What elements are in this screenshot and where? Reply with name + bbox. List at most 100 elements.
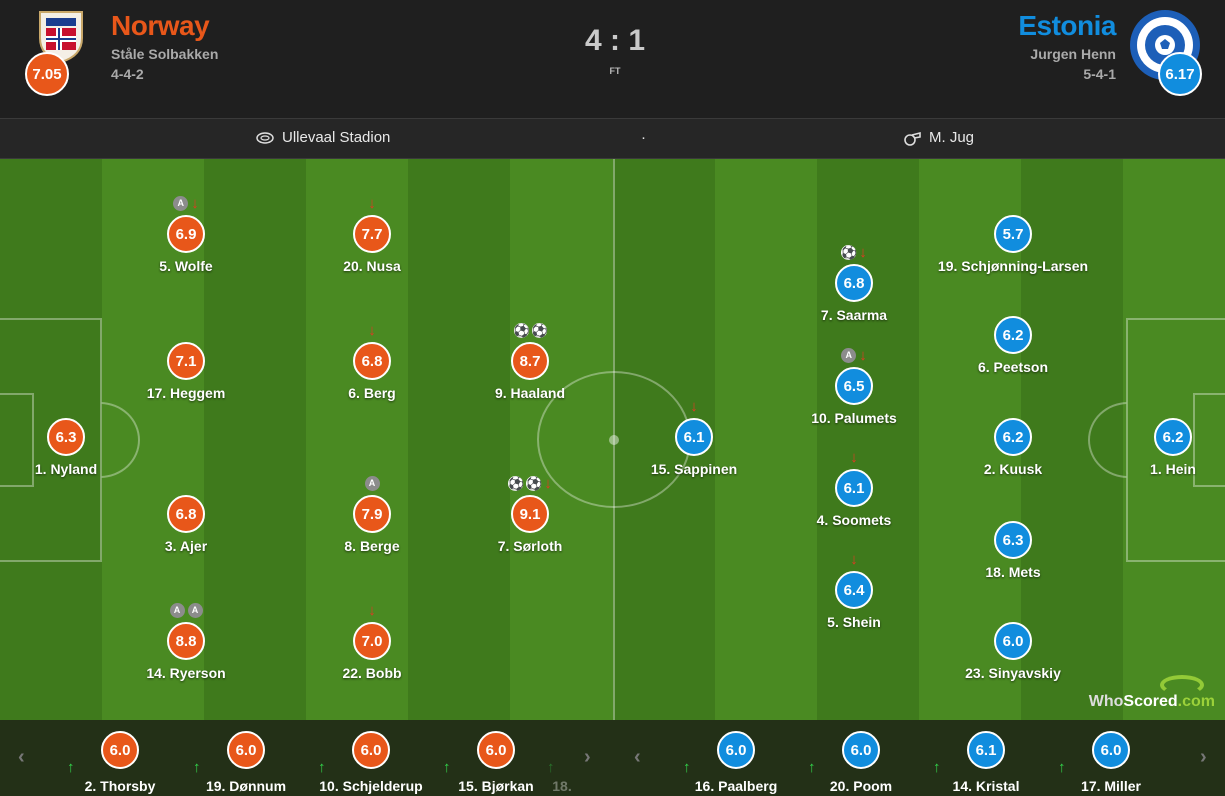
player-rating: 6.9 [167, 215, 205, 253]
home-subs-next-button[interactable]: › [584, 746, 591, 768]
home-player[interactable]: A↓ 6.9 5. Wolfe [106, 195, 266, 285]
substitute-rating: 6.0 [1092, 731, 1130, 769]
away-penalty-box [1126, 318, 1225, 562]
substitute-rating: 6.0 [101, 731, 139, 769]
home-formation: 4-4-2 [111, 66, 144, 82]
assist-icon: A [173, 195, 189, 211]
home-substitute[interactable]: 6.0↑19. Dønnum [181, 720, 311, 796]
player-name: 5. Wolfe [159, 258, 213, 274]
whoscored-mark-icon [1160, 675, 1204, 695]
home-substitute[interactable]: 6.0 ↑ 10. Schjelderup [306, 720, 436, 796]
away-substitute[interactable]: 6.0↑17. Miller [1046, 720, 1176, 796]
match-status: FT [609, 66, 621, 76]
away-substitute[interactable]: 6.0↑16. Paalberg [671, 720, 801, 796]
away-subs-next-button[interactable]: › [1200, 746, 1207, 768]
substitute-rating: 6.0 [717, 731, 755, 769]
subbed-off-arrow-icon: ↓ [191, 194, 199, 212]
player-event-icons: ↓ [292, 322, 452, 338]
substitute-name: 10. Schjelderup [319, 778, 423, 794]
away-player[interactable]: A↓ 6.5 10. Palumets [774, 347, 934, 437]
away-formation: 5-4-1 [1083, 66, 1116, 82]
subbed-on-arrow-icon: ↑ [67, 759, 75, 776]
assist-icon: A [169, 602, 185, 618]
substitute-rating: 6.0 [842, 731, 880, 769]
home-substitute[interactable]: 6.0↑15. Bjørkan [431, 720, 561, 796]
goal-ball-icon: ⚽ [526, 475, 543, 491]
away-player[interactable]: 6.3 18. Mets [933, 501, 1093, 591]
home-subs-prev-button[interactable]: ‹ [18, 746, 25, 768]
player-name: 1. Hein [1150, 461, 1196, 477]
subbed-on-arrow-icon: ↑ [1058, 759, 1066, 776]
player-event-icons: A↓ [774, 347, 934, 363]
player-rating: 6.0 [994, 622, 1032, 660]
player-event-icons: ↓ [292, 602, 452, 618]
player-name: 3. Ajer [164, 538, 208, 554]
subbed-on-arrow-icon: ↑ [683, 759, 691, 776]
home-substitute[interactable]: 6.0 ↑ 2. Thorsby [55, 720, 185, 796]
away-player[interactable]: 6.2 1. Hein [1093, 398, 1225, 488]
subbed-on-arrow-icon: ↑ [933, 759, 941, 776]
player-rating: 6.3 [994, 521, 1032, 559]
player-name: 10. Palumets [811, 410, 897, 426]
player-name: 6. Berg [348, 385, 396, 401]
home-penalty-box [0, 318, 102, 562]
player-event-icons: ↓ [292, 195, 452, 211]
away-subs-prev-button[interactable]: ‹ [634, 746, 641, 768]
player-rating: 6.2 [1154, 418, 1192, 456]
player-rating: 6.4 [835, 571, 873, 609]
player-name: 18. Mets [985, 564, 1041, 580]
subbed-off-arrow-icon: ↓ [544, 474, 552, 492]
player-rating: 6.8 [353, 342, 391, 380]
home-substitute[interactable]: ↑18. [535, 720, 665, 796]
player-rating: 5.7 [994, 215, 1032, 253]
substitute-rating: 6.1 [967, 731, 1005, 769]
away-team-name[interactable]: Estonia [1018, 10, 1116, 41]
home-team-name[interactable]: Norway [111, 10, 210, 41]
player-name: 14. Ryerson [146, 665, 226, 681]
away-substitute[interactable]: 6.1↑14. Kristal [921, 720, 1051, 796]
whoscored-logo: WhoScored.com [1088, 693, 1215, 710]
match-header: 7.05 Norway Ståle Solbakken 4-4-2 4 : 1 … [0, 0, 1225, 118]
substitute-name: 2. Thorsby [84, 778, 156, 794]
player-event-icons: ↓ [774, 551, 934, 567]
goal-ball-icon: ⚽ [513, 322, 530, 338]
stadium-icon [256, 131, 274, 144]
away-substitute[interactable]: 6.0↑20. Poom [796, 720, 926, 796]
player-rating: 6.8 [167, 495, 205, 533]
subbed-on-arrow-icon: ↑ [318, 759, 326, 776]
home-player[interactable]: ↓ 6.8 6. Berg [292, 322, 452, 412]
subbed-on-arrow-icon: ↑ [808, 759, 816, 776]
player-rating: 6.2 [994, 316, 1032, 354]
substitute-name: 19. Dønnum [205, 778, 287, 794]
player-event-icons: ⚽⚽ [450, 322, 610, 338]
goal-ball-icon: ⚽ [508, 475, 525, 491]
away-goal-box [1193, 393, 1225, 487]
subbed-off-arrow-icon: ↓ [859, 243, 867, 261]
substitute-name: 18. [552, 778, 572, 794]
substitute-name: 15. Bjørkan [458, 778, 534, 794]
home-player[interactable]: 6.8 3. Ajer [106, 475, 266, 565]
venue-name: Ullevaal Stadion [282, 129, 391, 146]
subbed-off-arrow-icon: ↓ [368, 321, 376, 339]
substitute-rating: 6.0 [352, 731, 390, 769]
assist-icon: A [187, 602, 203, 618]
away-coach: Jurgen Henn [1030, 46, 1116, 62]
player-rating: 6.5 [835, 367, 873, 405]
match-score: 4 : 1 [584, 24, 646, 57]
